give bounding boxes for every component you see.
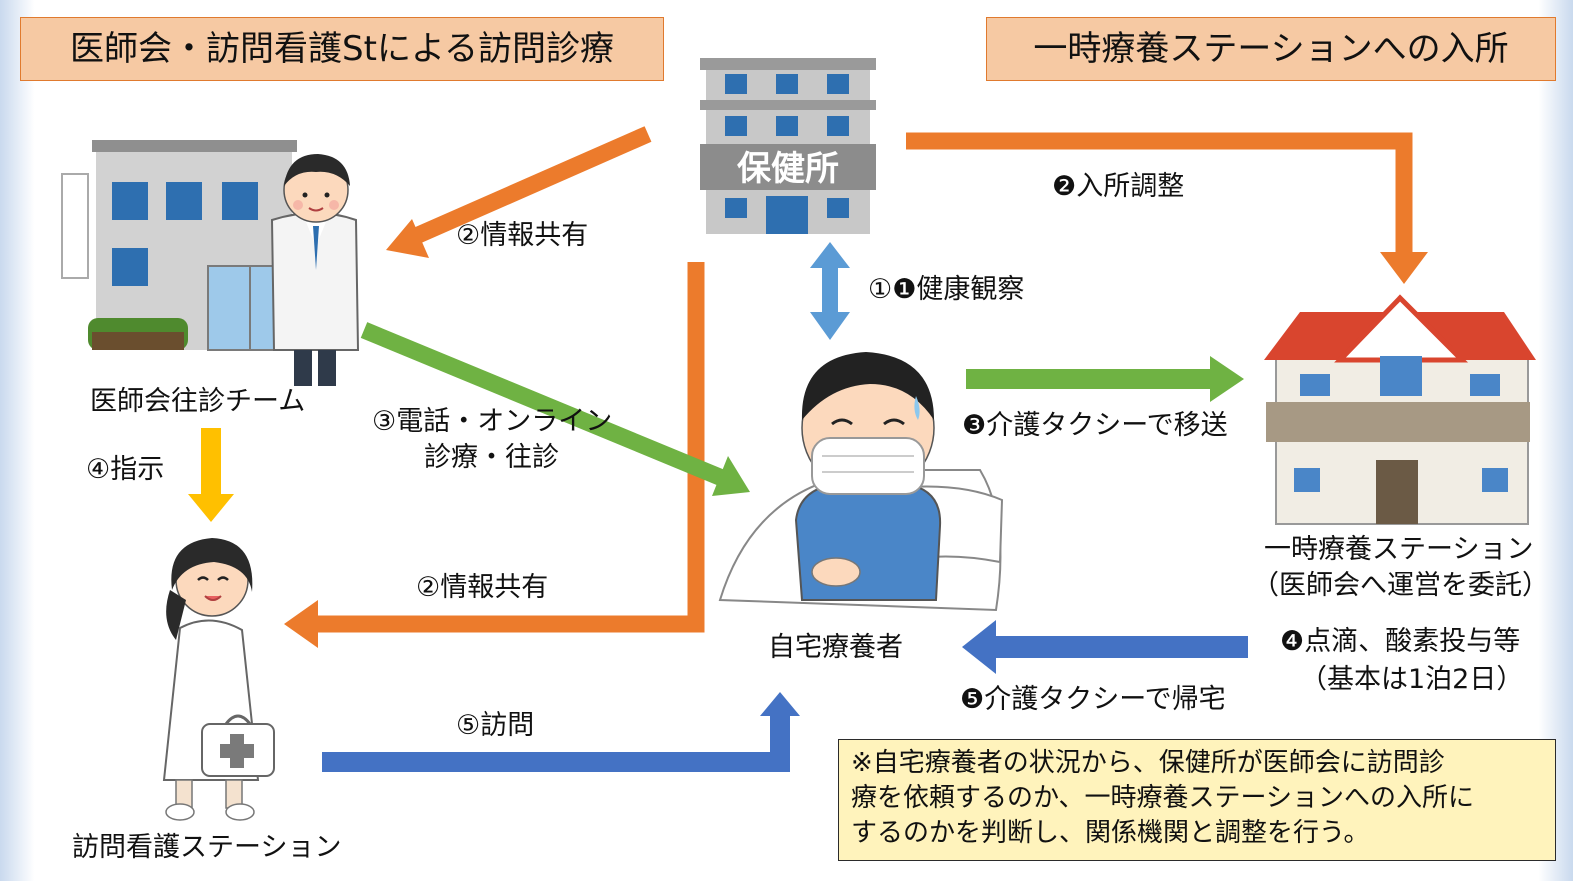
visit-label: ⑤訪問 (456, 710, 535, 741)
health-watch-label: ①❶健康観察 (868, 274, 1025, 305)
transfer-label: ❸介護タクシーで移送 (962, 410, 1228, 441)
header-station-admission: 一時療養ステーションへの入所 (986, 17, 1556, 81)
telemed-label-line1: ③電話・オンライン (372, 406, 613, 437)
drip-label-line1: ❹点滴、酸素投与等 (1280, 626, 1521, 657)
clinic-building-icon (61, 140, 297, 351)
info-share-top-label: ②情報共有 (456, 220, 589, 251)
instruct-label: ④指示 (86, 454, 165, 485)
health-center-building-icon: 保健所 (700, 58, 876, 234)
note-line: するのかを判断し、関係機関と調整を行う。 (851, 818, 1370, 848)
arrow-instruct (188, 428, 234, 522)
doctor-icon (270, 154, 360, 386)
header-home-visit: 医師会・訪問看護Stによる訪問診療 (20, 17, 664, 81)
nurse-station-label: 訪問看護ステーション (72, 832, 342, 863)
station-house-icon (1264, 294, 1536, 525)
note-line: ※自宅療養者の状況から、保健所が医師会に訪問診 (851, 748, 1445, 778)
doctor-team-label: 医師会往診チーム (90, 386, 306, 417)
station-label-line1: 一時療養ステーション (1264, 534, 1534, 565)
health-center-sign: 保健所 (737, 149, 839, 189)
telemed-label-line2: 診療・往診 (424, 442, 559, 473)
arrow-transfer (966, 356, 1244, 402)
arrow-info-share-top (386, 126, 652, 258)
sick-patient-icon (718, 352, 1004, 612)
arrow-health-watch (810, 242, 850, 340)
note-box: ※自宅療養者の状況から、保健所が医師会に訪問診 療を依頼するのか、一時療養ステー… (838, 739, 1556, 861)
patient-label: 自宅療養者 (768, 632, 903, 663)
arrow-visit (322, 692, 800, 772)
drip-label-line2: （基本は1泊2日） (1300, 664, 1524, 695)
arrow-info-share-bottom (284, 262, 705, 648)
nurse-icon (162, 538, 275, 821)
arrow-telemed (360, 322, 750, 496)
arrow-admission (906, 132, 1428, 284)
arrow-return-home (962, 620, 1248, 674)
note-line: 療を依頼するのか、一時療養ステーションへの入所に (851, 783, 1474, 813)
info-share-bottom-label: ②情報共有 (416, 572, 549, 603)
admission-label: ❷入所調整 (1052, 171, 1185, 202)
station-label-line2: （医師会へ運営を委託） (1252, 570, 1549, 601)
return-home-label: ❺介護タクシーで帰宅 (960, 684, 1226, 715)
